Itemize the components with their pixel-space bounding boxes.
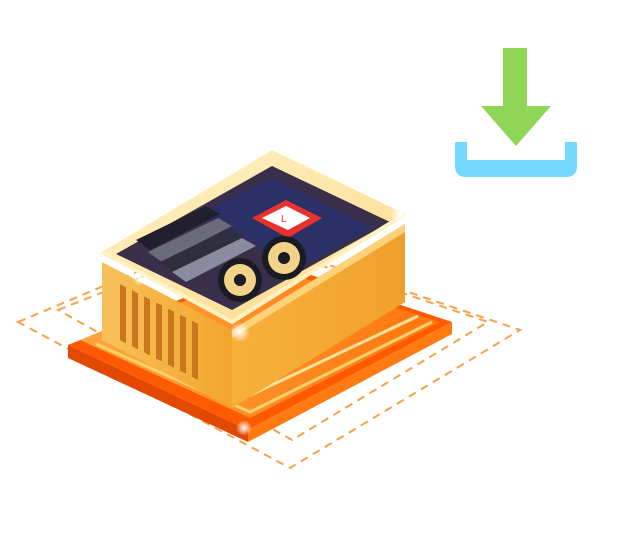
hardware-box: L	[101, 150, 407, 408]
svg-text:L: L	[281, 214, 287, 225]
vent-slots	[120, 284, 198, 380]
cpu-chip: L	[252, 200, 322, 238]
download-icon	[455, 48, 577, 177]
cooling-fans	[218, 236, 306, 302]
sparkle-highlights	[132, 204, 410, 436]
ram-modules	[136, 206, 256, 282]
